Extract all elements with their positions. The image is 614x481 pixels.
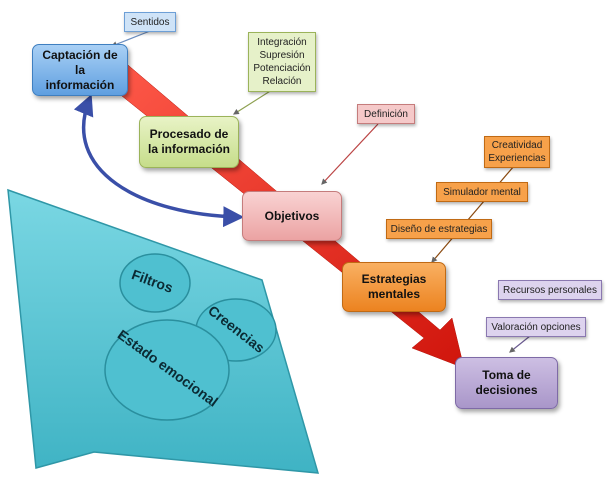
connector-creatividad [431, 165, 515, 263]
connector-sentidos [110, 30, 151, 48]
tag-procesos: Integración Supresión Potenciación Relac… [248, 32, 316, 92]
oval-estado [104, 319, 230, 421]
tag-recursos: Recursos personales [498, 280, 602, 300]
oval-filtros [119, 253, 191, 313]
connector-valoracion [509, 335, 531, 353]
tag-simulador: Simulador mental [436, 182, 528, 202]
tag-diseno: Diseño de estrategias [386, 219, 492, 239]
tag-creatividad: Creatividad Experiencias [484, 136, 550, 168]
tag-integracion: Integración [257, 37, 307, 48]
tag-valoracion: Valoración opciones [486, 317, 586, 337]
connector-procesos [232, 87, 276, 115]
node-objetivos: Objetivos [242, 191, 342, 241]
node-procesado: Procesado de la información [139, 116, 239, 168]
tag-supresion: Supresión [259, 50, 305, 61]
tag-definicion: Definición [357, 104, 415, 124]
node-estrategias: Estrategias mentales [342, 262, 446, 312]
node-toma: Toma de decisiones [455, 357, 558, 409]
feedback-curve-arrow [73, 94, 245, 228]
tag-sentidos: Sentidos [124, 12, 176, 32]
tag-experiencias-text: Experiencias [488, 153, 546, 164]
node-captacion: Captación de la información [32, 44, 128, 96]
tag-potenciacion: Potenciación [253, 63, 311, 74]
tag-relacion: Relación [262, 76, 302, 87]
tag-creatividad-text: Creatividad [491, 140, 543, 151]
connector-definicion [321, 123, 379, 185]
